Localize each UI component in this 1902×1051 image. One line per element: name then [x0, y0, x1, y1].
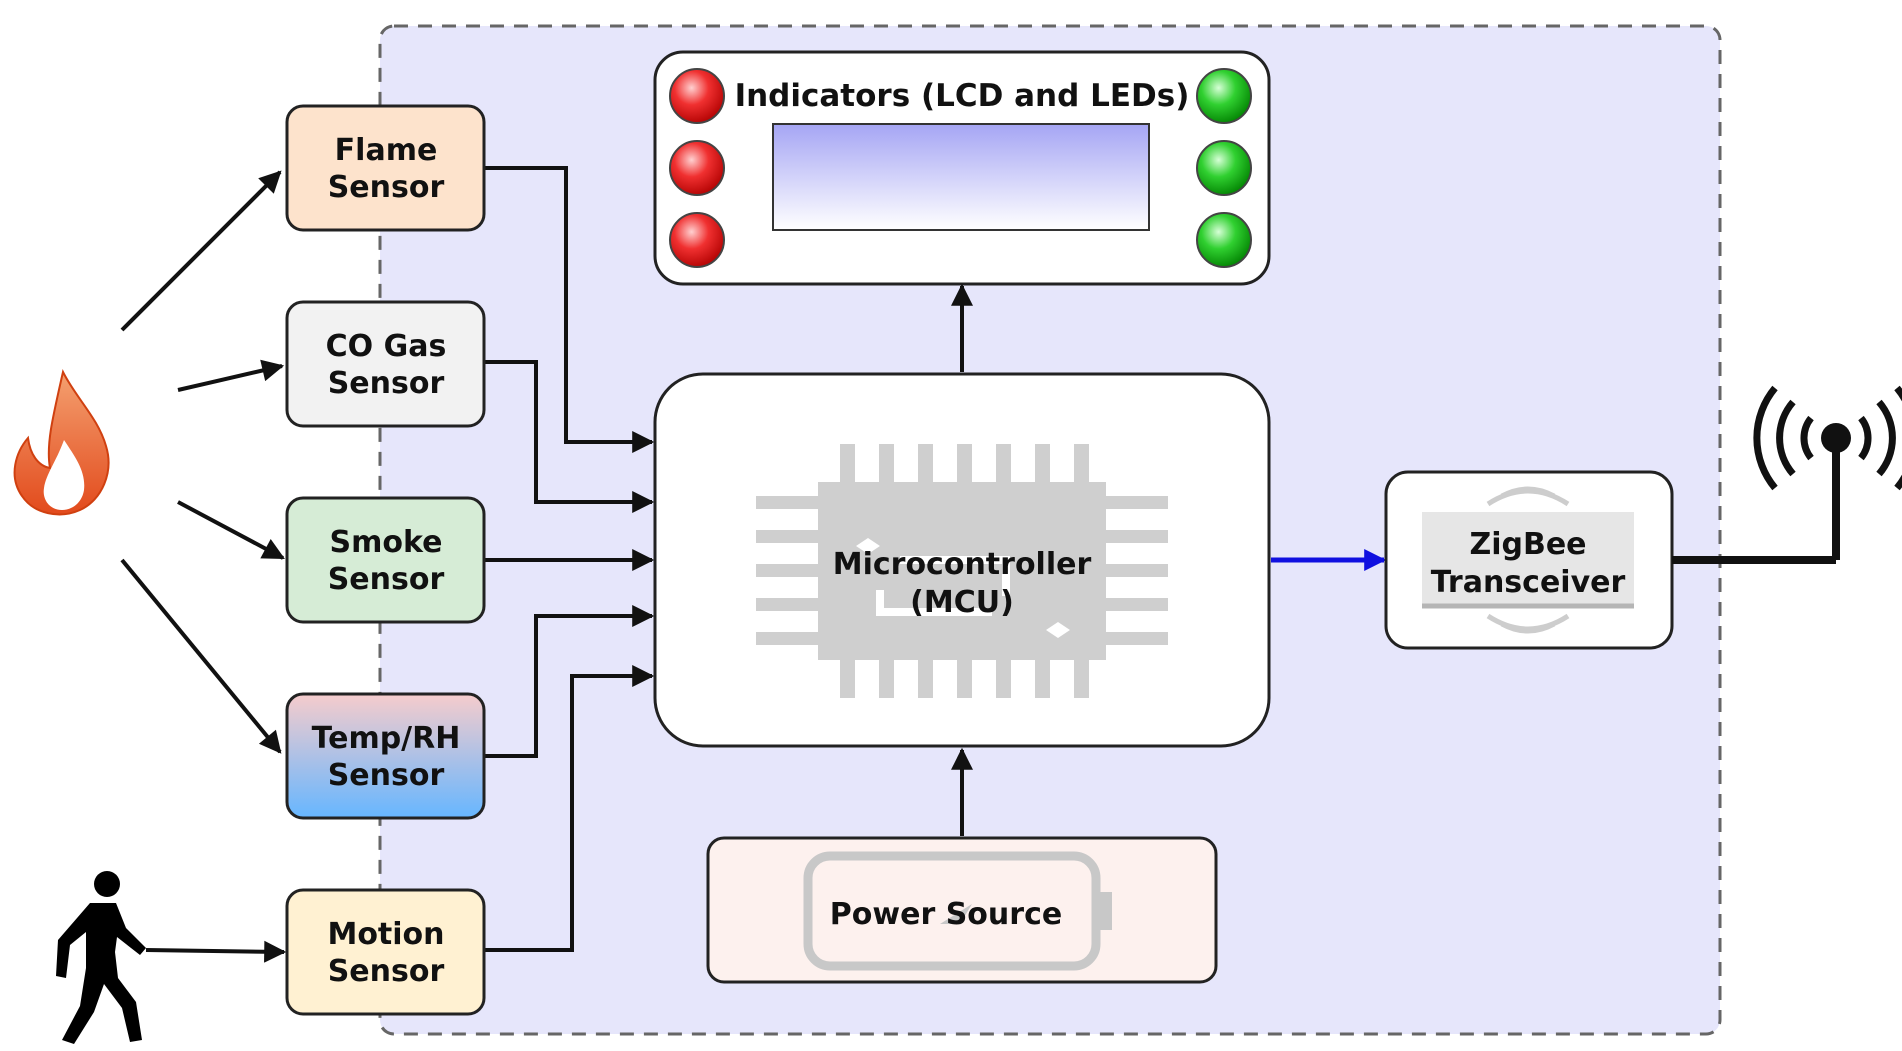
mcu-block: Microcontroller (MCU)	[653, 372, 1271, 748]
power-source-label: Power Source	[830, 897, 1062, 932]
flame-icon	[13, 369, 110, 516]
zigbee-line1: ZigBee	[1469, 527, 1586, 562]
indicators-title: Indicators (LCD and LEDs)	[735, 78, 1190, 114]
chip-icon	[756, 444, 1168, 698]
battery-icon	[803, 851, 1112, 971]
co-gas-sensor-line2: Sensor	[328, 366, 445, 401]
power-source-block: Power Source	[706, 836, 1218, 984]
red-led-2	[669, 140, 725, 196]
temp-rh-sensor: Temp/RH Sensor	[285, 692, 486, 820]
green-led-3	[1196, 212, 1252, 268]
motion-sensor-line2: Sensor	[328, 954, 445, 989]
flame-sensor-line2: Sensor	[328, 170, 445, 205]
red-led-1	[669, 68, 725, 124]
temp-rh-sensor-line2: Sensor	[328, 758, 445, 793]
red-led-3	[669, 212, 725, 268]
co-gas-sensor: CO Gas Sensor	[285, 300, 486, 428]
zigbee-line2: Transceiver	[1431, 565, 1626, 600]
green-led-1	[1196, 68, 1252, 124]
smoke-sensor: Smoke Sensor	[285, 496, 486, 624]
motion-sensor-line1: Motion	[327, 917, 444, 952]
temp-rh-sensor-line1: Temp/RH	[312, 721, 461, 756]
indicators-panel: Indicators (LCD and LEDs)	[653, 50, 1271, 286]
green-led-2	[1196, 140, 1252, 196]
flame-sensor: Flame Sensor	[285, 104, 486, 232]
mcu-line2: (MCU)	[910, 585, 1014, 620]
lcd-display	[772, 123, 1150, 231]
walking-person-icon	[56, 871, 146, 1044]
motion-sensor: Motion Sensor	[285, 888, 486, 1016]
mcu-line1: Microcontroller	[833, 547, 1092, 582]
co-gas-sensor-line1: CO Gas	[326, 329, 447, 364]
smoke-sensor-line2: Sensor	[328, 562, 445, 597]
antenna-icon	[1753, 385, 1902, 560]
zigbee-block: ZigBee Transceiver	[1384, 470, 1674, 650]
smoke-sensor-line1: Smoke	[330, 525, 443, 560]
sensor-connectors	[484, 166, 655, 952]
flame-sensor-line1: Flame	[335, 133, 438, 168]
wireless-waves-icon	[1486, 486, 1570, 634]
hazard-arrows	[120, 170, 287, 963]
